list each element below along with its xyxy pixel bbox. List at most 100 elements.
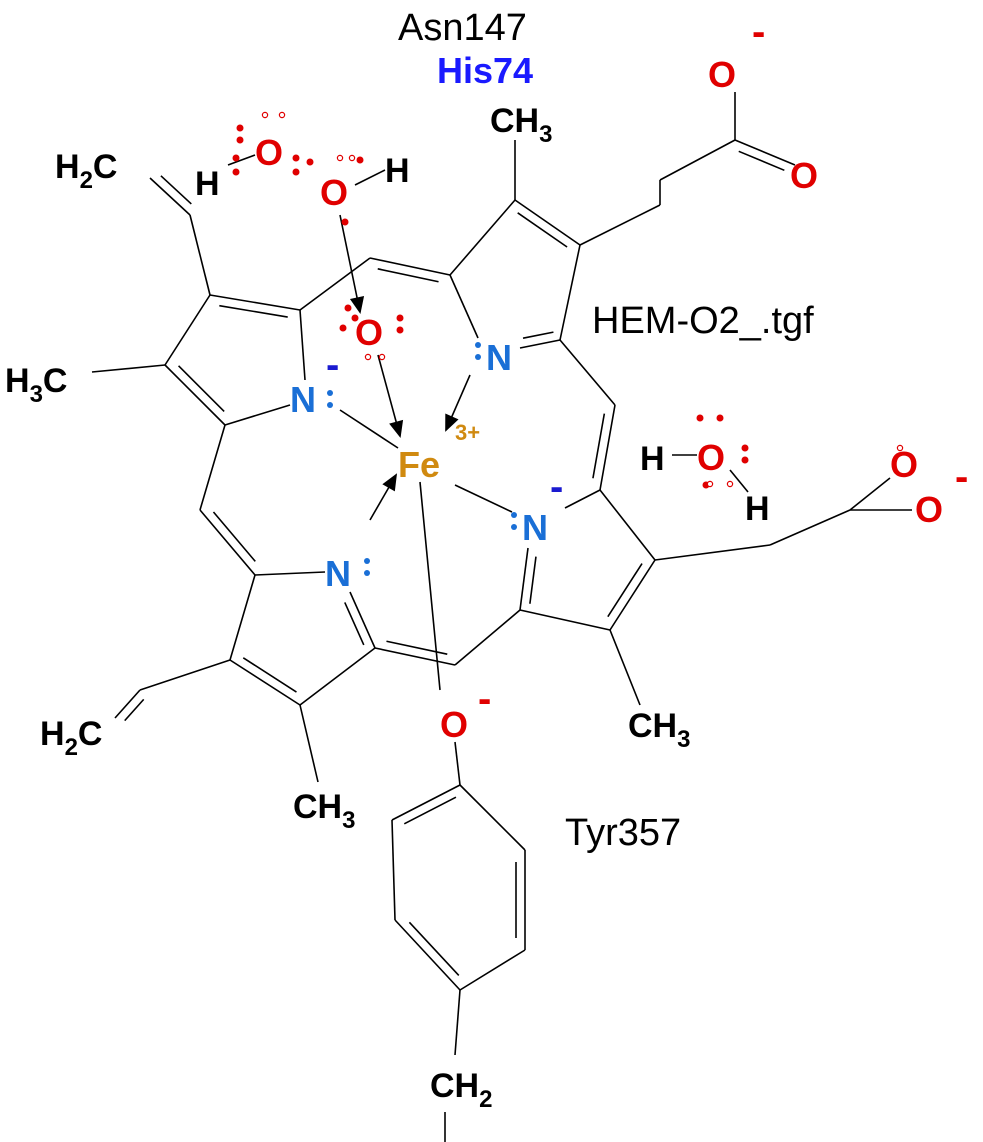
water2-h2: H (745, 490, 770, 528)
bond (659, 139, 736, 181)
charge-minus-n-br: - (550, 465, 563, 509)
nitrogen-bottom-left: N (325, 553, 351, 594)
bond (454, 609, 521, 666)
bond (124, 698, 145, 722)
bonds (91, 92, 912, 1142)
oxygen-carboxylate-top: O (708, 54, 736, 95)
lone-pair-dot (292, 168, 300, 176)
lone-pair-dot (348, 154, 356, 162)
methyl-top: CH3 (490, 102, 552, 148)
bond (377, 268, 439, 283)
vinyl-top: H2C (55, 148, 117, 194)
bond (609, 559, 656, 631)
arrow-head-icon (389, 419, 404, 438)
bond (454, 741, 461, 786)
bond (229, 574, 256, 661)
lone-pair-dot (364, 353, 372, 361)
bond (299, 704, 319, 783)
bond (459, 949, 526, 991)
bond (369, 257, 451, 276)
lone-pair-dot (344, 304, 352, 312)
bond (519, 609, 611, 631)
bond (299, 309, 306, 381)
bond (654, 544, 771, 561)
bond (299, 647, 376, 706)
bond (738, 150, 785, 172)
lone-pair-dot (716, 414, 724, 422)
oxygen-carbonyl-top: O (790, 155, 818, 196)
bond (189, 214, 211, 296)
bond (559, 339, 616, 406)
bond (160, 175, 192, 205)
lone-pair-dot (356, 156, 364, 164)
bond (579, 204, 661, 246)
oxygen-tyrosinate: O (440, 704, 468, 745)
bond (227, 154, 256, 166)
charge-minus-o-top: - (752, 10, 765, 54)
bond (599, 404, 616, 491)
lone-pair-dot (396, 314, 404, 322)
lone-pair-dot (236, 136, 244, 144)
water2-h1: H (640, 440, 665, 478)
lone-pair-dot (232, 154, 240, 162)
bond (114, 689, 141, 719)
lone-pairs (232, 111, 904, 489)
lone-pair-dot (339, 324, 347, 332)
bond (459, 784, 526, 851)
bond (408, 921, 460, 977)
bond (339, 409, 399, 449)
iron-atom: Fe (398, 444, 440, 485)
bond (344, 602, 365, 646)
iron-charge: 3+ (455, 420, 480, 445)
lone-pair-dot (706, 480, 714, 488)
bond (564, 489, 601, 509)
oxygen-carboxylate-right: O (915, 489, 943, 530)
bond (609, 629, 641, 706)
bond (212, 511, 256, 562)
water-h1: H (195, 165, 220, 203)
bond (177, 365, 225, 413)
lone-pair-dot (378, 353, 386, 361)
arrow-head-icon (349, 296, 365, 314)
lone-pair-dot (232, 168, 240, 176)
bond (592, 413, 606, 479)
methyl-bottom: CH3 (293, 788, 355, 834)
lone-pair-dot (261, 111, 269, 119)
bond (164, 364, 226, 426)
oxygen-carbonyl-right: O (890, 444, 918, 485)
methyl-bottom-right: CH3 (628, 707, 690, 753)
bond (91, 364, 166, 373)
bond (734, 139, 796, 166)
bond (199, 424, 226, 511)
bond (519, 547, 529, 611)
bond (529, 556, 537, 604)
lone-pair-dot (741, 444, 749, 452)
lone-pair-dot (351, 314, 359, 322)
bond (519, 339, 561, 349)
tyr357-label: Tyr357 (565, 812, 681, 854)
lone-pair-dot (741, 456, 749, 464)
nitrogen-bottom-right: N (522, 507, 548, 548)
charge-minus-o-right: - (955, 455, 968, 499)
bond (242, 657, 297, 693)
bond (374, 647, 456, 666)
lone-pair-dot (306, 158, 314, 166)
bond (219, 304, 288, 318)
lone-pair-dot (278, 111, 286, 119)
lone-pair-dot (396, 326, 404, 334)
bond (209, 294, 301, 311)
charge-minus-o-tyr: - (478, 677, 491, 721)
bond (299, 257, 371, 311)
bond (164, 294, 211, 366)
his74-label: His74 (437, 50, 533, 91)
bond (769, 509, 851, 546)
bond (229, 659, 301, 706)
bond (607, 563, 643, 618)
bond (449, 274, 479, 339)
lone-pair-dot (292, 154, 300, 162)
bond (522, 331, 554, 339)
bond (391, 819, 396, 921)
filename-label: HEM-O2_.tgf (592, 300, 814, 342)
vinyl-bottom: H2C (40, 715, 102, 761)
